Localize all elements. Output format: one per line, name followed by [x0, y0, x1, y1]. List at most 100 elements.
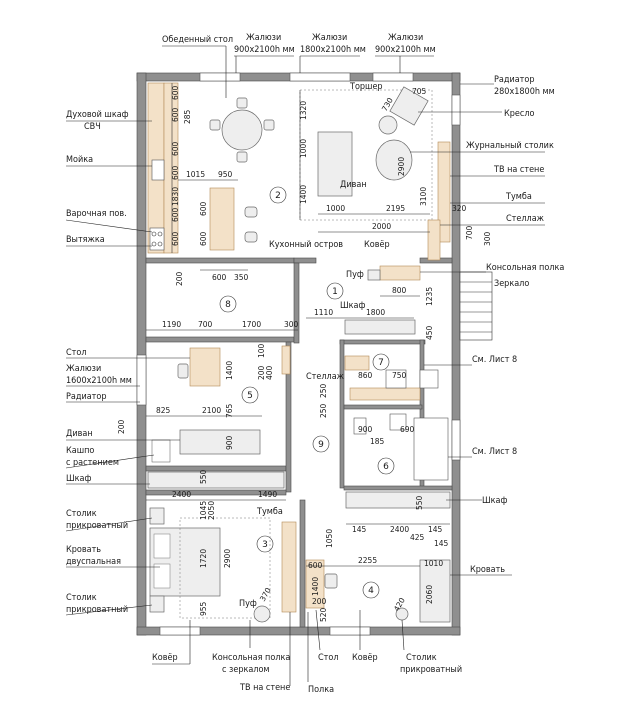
label-hob: Варочная пов. — [66, 209, 127, 219]
dim-2000: 2000 — [372, 222, 391, 231]
label-dining-table: Обеденный стол — [162, 34, 233, 45]
sofa — [317, 131, 353, 197]
room-6: 6 — [383, 462, 389, 472]
label-planter-2: с растением — [66, 458, 119, 468]
label-rack: Стеллаж — [506, 214, 545, 224]
dim-2060: 2060 — [425, 585, 434, 604]
dim-1320: 1320 — [299, 101, 308, 120]
label-tv: ТВ на стене — [493, 165, 544, 175]
label-blinds-a: Жалюзи — [246, 33, 281, 43]
label-table-bottom: Стол — [318, 653, 339, 663]
label-blinds-b-size: 1800x2100h мм — [300, 45, 366, 55]
label-planter: Кашпо — [66, 446, 94, 456]
dim-1800: 1800 — [366, 308, 385, 317]
dim-690: 690 — [400, 425, 415, 434]
dim-300a: 300 — [483, 231, 492, 246]
room-4: 4 — [368, 586, 374, 596]
label-wardrobe-right: Шкаф — [482, 496, 508, 506]
label-sofa-living: Диван — [340, 180, 367, 190]
kitchen-island — [209, 187, 235, 251]
sofa-2 — [179, 429, 261, 455]
dim-2400b: 2400 — [390, 525, 409, 534]
dim-200d: 200 — [312, 597, 327, 606]
desk-4 — [305, 559, 325, 609]
label-wardrobe-hall: Шкаф — [340, 301, 366, 311]
wall-left — [136, 72, 147, 636]
dim-600g: 600 — [199, 201, 208, 216]
tv-stand — [437, 141, 451, 243]
rack — [427, 219, 441, 261]
top-labels: Обеденный стол Жалюзи 900x2100h мм Жалюз… — [162, 33, 436, 98]
label-bed-right: Кровать — [470, 565, 505, 575]
dim-600j: 600 — [308, 561, 323, 570]
dim-1400: 1400 — [299, 185, 308, 204]
right-labels: Радиатор 280x1800h мм Кресло Журнальный … — [410, 75, 564, 576]
label-blinds-c-size: 900x2100h мм — [375, 45, 436, 55]
dim-550a: 550 — [199, 469, 208, 484]
dim-2255: 2255 — [358, 556, 377, 565]
dim-2100: 2100 — [202, 406, 221, 415]
dim-550b: 550 — [415, 495, 424, 510]
label-armchair: Кресло — [504, 109, 535, 119]
dim-370: 370 — [258, 586, 273, 603]
label-nightstand-bottom: Столик — [406, 653, 437, 663]
dim-320: 320 — [452, 204, 467, 213]
label-hood: Вытяжка — [66, 235, 105, 245]
dim-2050: 2050 — [207, 501, 216, 520]
label-blinds: Жалюзи — [66, 364, 101, 374]
label-rug-2: Ковёр — [352, 653, 378, 663]
single-bed — [419, 559, 451, 623]
rug — [299, 89, 433, 221]
label-stand-bedroom: Тумба — [256, 506, 283, 517]
dim-900b: 900 — [358, 425, 373, 434]
dim-300b: 300 — [284, 320, 299, 329]
label-oven: Духовой шкаф — [66, 110, 129, 120]
dim-1045: 1045 — [199, 501, 208, 520]
desk — [189, 347, 221, 387]
dim-1400c: 1400 — [311, 577, 320, 596]
dim-600c: 600 — [171, 141, 180, 156]
dim-200a: 200 — [175, 271, 184, 286]
dim-1015: 1015 — [186, 170, 205, 179]
label-radiator-size: 280x1800h мм — [494, 87, 555, 97]
dim-860: 860 — [358, 371, 373, 380]
label-nightstand-2: Столик — [66, 593, 97, 603]
room-3: 3 — [262, 540, 268, 550]
dim-900a: 900 — [225, 435, 234, 450]
dim-1110: 1110 — [314, 308, 333, 317]
walls — [136, 72, 493, 636]
label-blinds-a-size: 900x2100h мм — [234, 45, 295, 55]
inner-labels: Торшер Диван Кухонный остров Ковёр Пуф Ш… — [239, 82, 390, 609]
room-2: 2 — [275, 191, 281, 201]
dim-1000a: 1000 — [299, 139, 308, 158]
label-blinds-b: Жалюзи — [312, 33, 347, 43]
dim-825: 825 — [156, 406, 171, 415]
hob — [149, 227, 165, 251]
wall-kitchen-bottom — [145, 257, 295, 264]
label-bed-2: двуспальная — [66, 557, 121, 567]
dimensions: 600 600 600 600 600 600 285 1830 1015 95… — [117, 83, 492, 622]
dim-145c: 145 — [434, 539, 449, 548]
label-rug-1: Ковёр — [152, 653, 178, 663]
dim-145b: 145 — [428, 525, 443, 534]
room-8: 8 — [225, 300, 231, 310]
label-rack-hall: Стеллаж — [306, 372, 345, 382]
label-sheet-8a: См. Лист 8 — [472, 355, 517, 365]
dim-145a: 145 — [352, 525, 367, 534]
dim-705: 705 — [412, 87, 427, 96]
room-numbers: 1 2 3 4 5 6 7 8 9 — [219, 186, 395, 599]
label-rug-living: Ковёр — [364, 240, 390, 250]
armchair — [389, 86, 429, 126]
dim-600i: 600 — [212, 273, 227, 282]
wardrobe-2 — [345, 491, 451, 509]
label-blinds-size: 1600x2100h мм — [66, 376, 132, 386]
label-nightstand-bottom-2: прикроватный — [400, 665, 462, 675]
dim-400: 400 — [265, 365, 274, 380]
label-console: Консольная полка — [486, 263, 564, 273]
dim-200c: 200 — [117, 419, 126, 434]
label-mirror: Зеркало — [494, 279, 529, 289]
dim-425: 425 — [410, 533, 425, 542]
dim-200b: 200 — [257, 365, 266, 380]
dim-600h: 600 — [199, 231, 208, 246]
dim-1190: 1190 — [162, 320, 181, 329]
